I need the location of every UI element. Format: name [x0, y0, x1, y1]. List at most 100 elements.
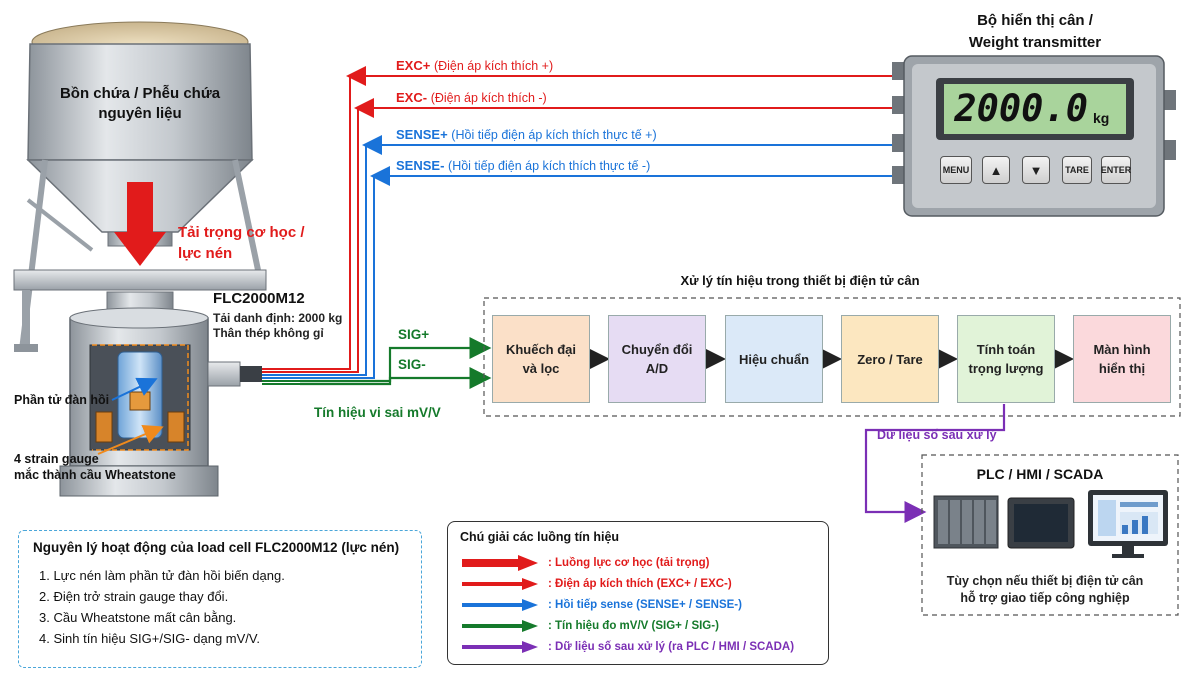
scada-monitor-icon	[1088, 490, 1168, 558]
display-reading: 2000.0	[954, 87, 1088, 130]
force-arrow	[114, 182, 166, 266]
block-weight-calculation: Tính toán trọng lượng	[957, 315, 1055, 403]
wire-label-exc-minus: EXC- (Điện áp kích thích -)	[396, 90, 547, 105]
block-line2: hiển thị	[1098, 361, 1146, 376]
sig-minus-label: SIG-	[398, 357, 426, 372]
processing-title: Xử lý tín hiệu trong thiết bị điện tử câ…	[680, 273, 920, 288]
legend-item-digital: : Dữ liệu số sau xử lý (ra PLC / HMI / S…	[460, 636, 816, 657]
strain-gauge-label: 4 strain gauge mắc thành cầu Wheatstone	[14, 451, 176, 483]
wire-desc: (Điện áp kích thích -)	[430, 91, 547, 105]
block-display: Màn hình hiển thị	[1073, 315, 1171, 403]
hmi-panel-icon	[1007, 497, 1075, 549]
legend-item-signal: : Tín hiệu đo mV/V (SIG+ / SIG-)	[460, 615, 816, 636]
display-title-line2: Weight transmitter	[968, 34, 1102, 51]
wire-name: EXC+	[396, 58, 431, 73]
legend-box: Chú giải các luồng tín hiệu : Luồng lực …	[447, 521, 829, 665]
legend-item-excitation: : Điện áp kích thích (EXC+ / EXC-)	[460, 573, 816, 594]
display-title: Bộ hiển thị cân / Weight transmitter	[930, 10, 1140, 54]
legend-arrow-blue	[462, 598, 538, 611]
elastic-element-label: Phần tử đàn hồi	[14, 393, 110, 407]
up-key[interactable]: ▲	[982, 156, 1010, 184]
wire-name: SENSE+	[396, 127, 448, 142]
hopper-title-line1: Bồn chứa / Phễu chứa	[59, 85, 221, 102]
load-label-line2: lực nén	[178, 245, 233, 262]
plc-note-line1: Tùy chọn nếu thiết bị điện tử cân	[946, 574, 1144, 588]
differential-signal-label: Tín hiệu vi sai mV/V	[314, 405, 441, 420]
plc-note: Tùy chọn nếu thiết bị điện tử cân hỗ trợ…	[925, 573, 1165, 607]
wire-name: EXC-	[396, 90, 428, 105]
wire-label-sense-plus: SENSE+ (Hồi tiếp điện áp kích thích thực…	[396, 127, 657, 142]
hopper	[19, 21, 261, 351]
principle-title: Nguyên lý hoạt động của load cell FLC200…	[33, 540, 400, 555]
block-line1: Màn hình	[1093, 342, 1151, 357]
load-label: Tải trọng cơ học / lực nén	[178, 222, 328, 264]
load-label-line1: Tải trọng cơ học /	[178, 224, 305, 241]
weight-transmitter	[892, 55, 1176, 217]
wire-name: SENSE-	[396, 158, 445, 173]
wire-label-sense-minus: SENSE- (Hồi tiếp điện áp kích thích thực…	[396, 158, 650, 173]
wire-desc: (Điện áp kích thích +)	[433, 59, 554, 73]
block-line1: Khuếch đại	[505, 342, 577, 357]
principle-step: 2. Điện trở strain gauge thay đổi.	[39, 589, 229, 604]
wire-desc: (Hồi tiếp điện áp kích thích thực tế +)	[451, 128, 657, 142]
wire-sense-plus	[300, 144, 905, 376]
wire-sig-plus	[300, 337, 492, 383]
legend-arrow-purple	[462, 640, 538, 653]
legend-text: : Dữ liệu số sau xử lý (ra PLC / HMI / S…	[548, 640, 795, 653]
block-amplifier-filter: Khuếch đại và lọc	[492, 315, 590, 403]
block-line2: và lọc	[522, 361, 560, 376]
tare-key[interactable]: TARE	[1062, 156, 1092, 184]
cell-material: Thân thép không gỉ	[213, 326, 324, 340]
legend-text: : Luồng lực cơ học (tải trọng)	[548, 556, 710, 569]
hopper-title: Bồn chứa / Phễu chứa nguyên liệu	[40, 84, 240, 124]
plc-rack-icon	[933, 495, 999, 549]
legend-item-sense: : Hồi tiếp sense (SENSE+ / SENSE-)	[460, 594, 816, 615]
wire-sense-minus	[300, 175, 905, 379]
legend-title: Chú giải các luồng tín hiệu	[460, 530, 620, 544]
block-line1: Tính toán	[976, 342, 1036, 357]
cell-model: FLC2000M12	[213, 290, 305, 307]
block-line2: trọng lượng	[968, 361, 1044, 376]
strain-gauge-line2: mắc thành cầu Wheatstone	[14, 468, 176, 482]
legend-arrow-red-thick	[462, 554, 538, 571]
plc-note-line2: hỗ trợ giao tiếp công nghiệp	[960, 591, 1130, 605]
cell-spec: Tải danh định: 2000 kg Thân thép không g…	[213, 311, 342, 341]
plc-frame	[921, 454, 1179, 616]
block-line1: Chuyển đổi	[621, 342, 693, 357]
wire-desc: (Hồi tiếp điện áp kích thích thực tế -)	[448, 159, 651, 173]
block-line1: Zero / Tare	[857, 351, 923, 367]
enter-key[interactable]: ENTER	[1101, 156, 1131, 184]
principle-step: 1. Lực nén làm phần tử đàn hồi biến dạng…	[39, 568, 285, 583]
legend-text: : Hồi tiếp sense (SENSE+ / SENSE-)	[548, 598, 742, 611]
wire-label-exc-plus: EXC+ (Điện áp kích thích +)	[396, 58, 553, 73]
legend-arrow-green	[462, 619, 538, 632]
wire-sig-minus	[300, 367, 492, 389]
wire-exc-plus	[300, 75, 905, 370]
strain-gauge-line1: 4 strain gauge	[14, 452, 99, 466]
menu-key[interactable]: MENU	[940, 156, 972, 184]
legend-text: : Tín hiệu đo mV/V (SIG+ / SIG-)	[548, 619, 719, 632]
principle-steps: 1. Lực nén làm phần tử đàn hồi biến dạng…	[33, 565, 407, 649]
block-calibration: Hiệu chuẩn	[725, 315, 823, 403]
principle-box: Nguyên lý hoạt động của load cell FLC200…	[18, 530, 422, 668]
cell-rated: Tải danh định: 2000 kg	[213, 311, 343, 325]
block-line2: A/D	[645, 361, 669, 376]
legend-arrow-red	[462, 577, 538, 590]
display-unit: kg	[1093, 110, 1110, 126]
load-plate	[13, 269, 267, 352]
digital-data-label: Dữ liệu số sau xử lý	[877, 428, 997, 442]
processing-frame	[483, 297, 1181, 417]
block-zero-tare: Zero / Tare	[841, 315, 939, 403]
legend-item-force: : Luồng lực cơ học (tải trọng)	[460, 552, 816, 573]
down-key[interactable]: ▼	[1022, 156, 1050, 184]
principle-step: 4. Sinh tín hiệu SIG+/SIG- dạng mV/V.	[39, 631, 261, 646]
hopper-title-line2: nguyên liệu	[98, 105, 182, 122]
display-title-line1: Bộ hiển thị cân /	[977, 12, 1093, 29]
principle-step: 3. Cầu Wheatstone mất cân bằng.	[39, 610, 237, 625]
wire-digital	[864, 404, 1006, 523]
sig-plus-label: SIG+	[398, 327, 430, 342]
wire-exc-minus	[300, 107, 905, 373]
